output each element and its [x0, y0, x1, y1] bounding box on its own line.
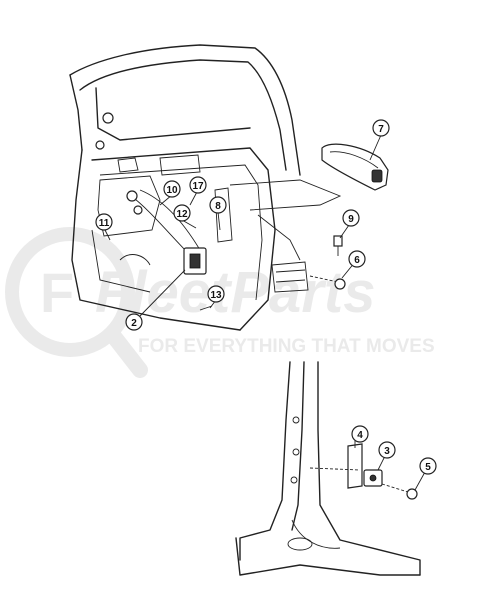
exterior-door-handle: [321, 143, 389, 191]
callout-label-17: 17: [192, 181, 204, 192]
callout-label-8: 8: [215, 201, 221, 212]
callout-label-12: 12: [176, 209, 188, 220]
callout-label-6: 6: [354, 255, 360, 266]
callout-label-7: 7: [378, 124, 384, 135]
front-door-assembly: [69, 44, 342, 331]
callout-label-2: 2: [131, 318, 137, 329]
screw-6: [309, 275, 346, 290]
callout-label-5: 5: [425, 462, 431, 473]
callout-8: 8: [209, 196, 227, 214]
callout-11: 11: [95, 213, 113, 231]
bolt-9: [333, 235, 343, 256]
callout-4: 4: [351, 425, 369, 443]
callout-7: 7: [372, 119, 390, 137]
watermark-logo-icon: F: [5, 227, 148, 378]
b-pillar-assembly: [235, 361, 421, 576]
callout-label-3: 3: [384, 446, 390, 457]
watermark: F FleetParts FOR EVERYTHING THAT MOVES: [5, 227, 435, 378]
callout-9: 9: [342, 209, 360, 227]
callout-10: 10: [163, 180, 181, 198]
callout-5: 5: [419, 457, 437, 475]
callout-6: 6: [348, 250, 366, 268]
leader-lines: [103, 134, 426, 491]
callout-label-9: 9: [348, 214, 354, 225]
watermark-tagline: FOR EVERYTHING THAT MOVES: [138, 336, 435, 357]
callout-label-4: 4: [357, 430, 363, 441]
callout-label-11: 11: [99, 218, 110, 229]
callout-13: 13: [207, 285, 225, 303]
callout-2: 2: [125, 313, 143, 331]
callout-label-13: 13: [210, 290, 222, 301]
callout-label-10: 10: [166, 185, 178, 196]
callout-17: 17: [189, 176, 207, 194]
callout-3: 3: [378, 441, 396, 459]
callout-12: 12: [173, 204, 191, 222]
svg-text:F: F: [40, 261, 74, 324]
